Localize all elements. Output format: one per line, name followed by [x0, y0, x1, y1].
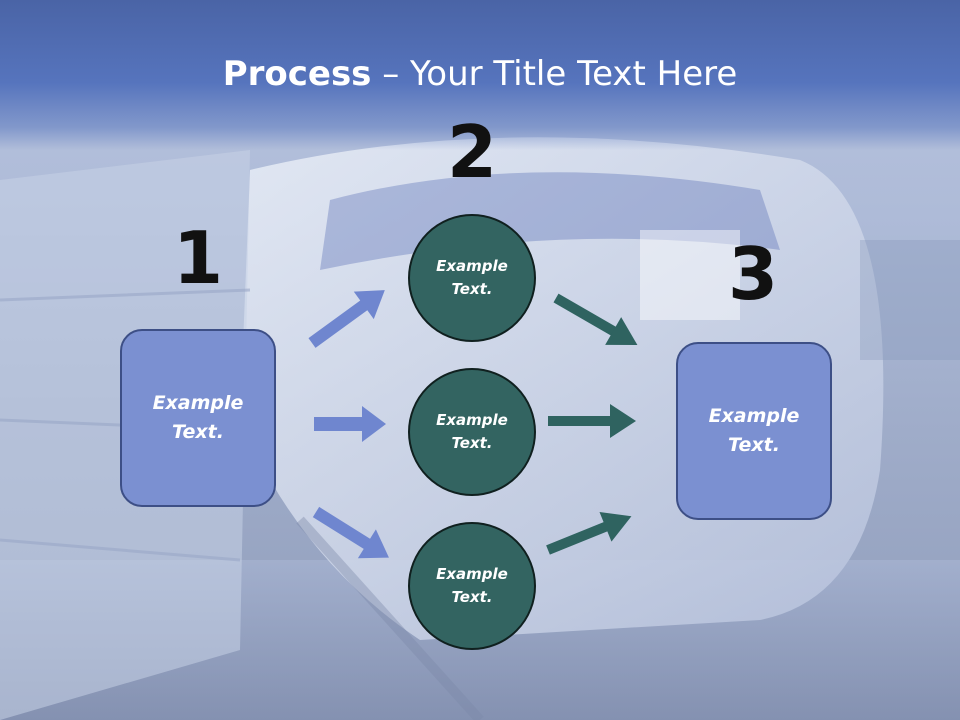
step-number-1: 1	[172, 216, 224, 300]
title-bold: Process	[222, 54, 372, 94]
process-circle-top: Example Text.	[408, 214, 536, 342]
slide-title: Process – Your Title Text Here	[0, 52, 960, 96]
process-box-right: Example Text.	[676, 342, 832, 520]
arrow-top-to-right	[553, 293, 638, 345]
arrow-left-to-middle	[314, 406, 386, 442]
title-band	[0, 0, 960, 150]
arrow-left-to-top	[308, 290, 385, 348]
arrow-bottom-to-right	[546, 511, 632, 555]
arrow-middle-to-right	[548, 404, 636, 438]
process-circle-middle: Example Text.	[408, 368, 536, 496]
title-rest: – Your Title Text Here	[371, 54, 738, 94]
step-number-2: 2	[446, 110, 498, 194]
process-circle-bottom: Example Text.	[408, 522, 536, 650]
step-number-3: 3	[727, 232, 779, 316]
arrow-left-to-bottom	[312, 506, 389, 559]
process-box-left: Example Text.	[120, 329, 276, 507]
